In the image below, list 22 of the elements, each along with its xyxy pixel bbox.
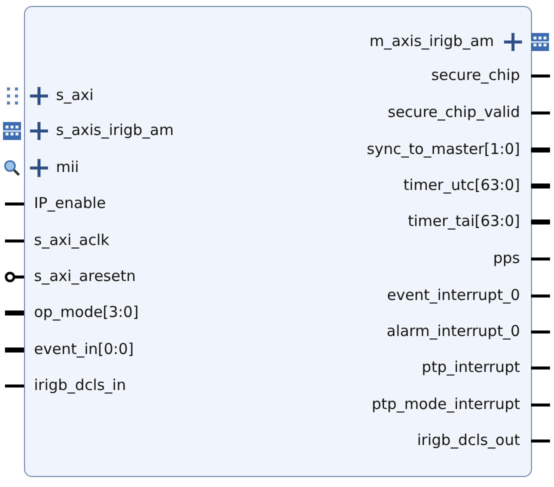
pin-label: irigb_dcls_in bbox=[34, 376, 126, 394]
pin-label: ptp_mode_interrupt bbox=[372, 395, 520, 413]
pin-label: timer_utc[63:0] bbox=[403, 176, 520, 194]
pin-label: sync_to_master[1:0] bbox=[366, 140, 520, 158]
pin-label: mii bbox=[56, 158, 79, 176]
pin-label: secure_chip bbox=[431, 66, 520, 84]
pin-label: s_axi bbox=[56, 86, 94, 104]
pin-label: s_axi_aresetn bbox=[34, 267, 136, 285]
pin-label: s_axi_aclk bbox=[34, 231, 110, 249]
pin-label: alarm_interrupt_0 bbox=[386, 322, 520, 340]
pin-label: irigb_dcls_out bbox=[417, 431, 520, 449]
pin-label: timer_tai[63:0] bbox=[408, 212, 520, 230]
pin-label: m_axis_irigb_am bbox=[369, 32, 494, 50]
pin-label: pps bbox=[493, 249, 520, 267]
pin-label: event_in[0:0] bbox=[34, 340, 134, 358]
pin-label: ptp_interrupt bbox=[422, 358, 520, 376]
pin-label: event_interrupt_0 bbox=[386, 286, 520, 304]
pin-label: secure_chip_valid bbox=[388, 103, 520, 121]
pin-label: s_axis_irigb_am bbox=[56, 121, 174, 139]
pin-label: op_mode[3:0] bbox=[34, 303, 139, 321]
ip-block bbox=[24, 6, 532, 477]
pin-label: IP_enable bbox=[34, 194, 106, 212]
